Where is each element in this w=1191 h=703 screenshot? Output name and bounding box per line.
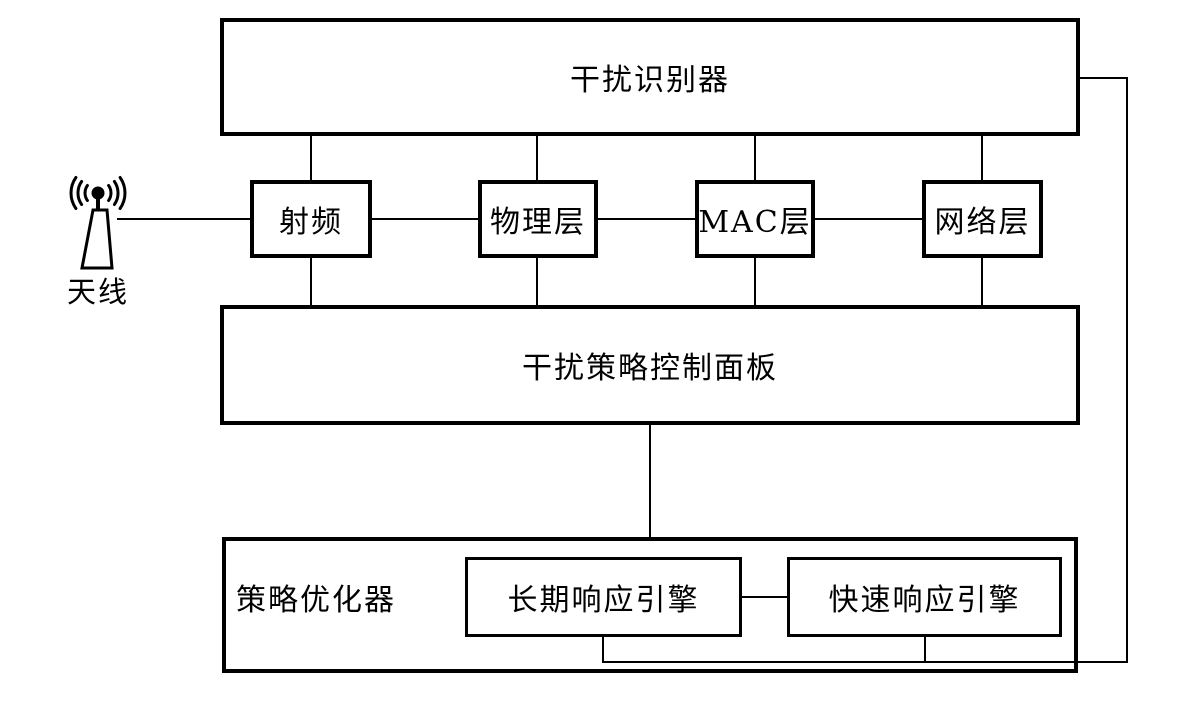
connector-identifier-to-physical bbox=[536, 136, 538, 180]
feedback-line-bottom bbox=[602, 661, 1128, 663]
layer-box-network: 网络层 bbox=[922, 180, 1043, 258]
connector-rf-to-physical bbox=[372, 218, 478, 220]
connector-physical-to-panel bbox=[536, 258, 538, 305]
long-term-response-engine-box: 长期响应引擎 bbox=[465, 557, 742, 637]
strategy-control-panel-box: 干扰策略控制面板 bbox=[220, 305, 1080, 425]
connector-network-to-panel bbox=[981, 258, 983, 305]
connector-antenna-to-rf bbox=[117, 218, 250, 220]
fast-response-engine-box: 快速响应引擎 bbox=[787, 557, 1062, 637]
layer-box-rf: 射频 bbox=[250, 180, 372, 258]
layer-box-mac: MAC层 bbox=[695, 180, 815, 258]
connector-panel-to-optimizer bbox=[649, 425, 651, 537]
connector-fast-engine-down bbox=[924, 637, 926, 663]
antenna-label: 天线 bbox=[66, 275, 129, 309]
connector-physical-to-mac bbox=[598, 218, 695, 220]
connector-long-engine-down bbox=[602, 637, 604, 663]
connector-mac-to-panel bbox=[754, 258, 756, 305]
connector-identifier-to-rf bbox=[310, 136, 312, 180]
feedback-line-right bbox=[1126, 77, 1128, 663]
feedback-line-top-stub bbox=[1080, 77, 1128, 79]
interference-identifier-box: 干扰识别器 bbox=[220, 18, 1080, 136]
antenna-icon bbox=[69, 176, 127, 270]
layer-box-physical: 物理层 bbox=[478, 180, 598, 258]
connector-mac-to-network bbox=[815, 218, 922, 220]
connector-identifier-to-network bbox=[981, 136, 983, 180]
connector-identifier-to-mac bbox=[754, 136, 756, 180]
strategy-optimizer-label: 策略优化器 bbox=[236, 583, 396, 618]
connector-long-to-fast-engine bbox=[742, 596, 787, 598]
connector-rf-to-panel bbox=[310, 258, 312, 305]
